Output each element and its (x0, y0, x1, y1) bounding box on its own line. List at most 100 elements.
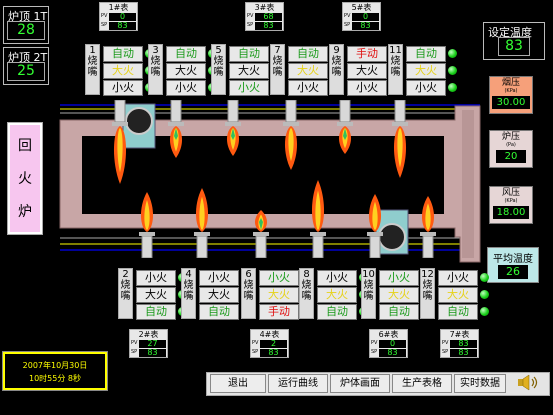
burner-12-status-lamp-3 (480, 307, 489, 316)
furnace-label-char-1: 回 (18, 138, 32, 154)
meter-4-title: 4#表 (259, 330, 280, 339)
burner-9-btn-3[interactable]: 小火 (347, 80, 387, 96)
burner-4-char-2: 嘴 (183, 291, 194, 302)
burner-12-number: 12 (421, 269, 434, 280)
burner-2-btn-1[interactable]: 小火 (136, 270, 176, 286)
burner-6-number: 6 (245, 269, 252, 280)
meter-3-sp: 83 (255, 22, 282, 30)
burner-10-char-1: 烧 (363, 280, 374, 291)
furnace-view-button[interactable]: 炉体画面 (330, 374, 390, 393)
meter-7-pv-label: PV (442, 340, 449, 346)
burner-1-char-1: 烧 (87, 56, 98, 67)
burner-4-btn-3[interactable]: 自动 (199, 304, 239, 320)
burner-6-btn-3[interactable]: 手动 (259, 304, 299, 320)
burner-10-number: 10 (362, 269, 375, 280)
burner-11-char-2: 嘴 (390, 67, 401, 78)
burner-7-btn-2[interactable]: 大火 (288, 63, 328, 79)
burner-3-btn-1[interactable]: 自动 (166, 46, 206, 62)
meter-3-pv-label: PV (247, 13, 254, 19)
burner-1-btn-2[interactable]: 大火 (103, 63, 143, 79)
burner-9-btn-1[interactable]: 手动 (347, 46, 387, 62)
set-temperature-label: 设定温度 (488, 26, 532, 39)
average-temperature-panel: 平均温度 26 (487, 247, 539, 283)
burner-2-btn-3[interactable]: 自动 (136, 304, 176, 320)
meter-3-title: 3#表 (254, 3, 275, 12)
burner-11-btn-2[interactable]: 大火 (406, 63, 446, 79)
burner-8-btn-3[interactable]: 自动 (317, 304, 357, 320)
burner-12-btn-2[interactable]: 大火 (438, 287, 478, 303)
burner-12-btn-3[interactable]: 自动 (438, 304, 478, 320)
burner-2-btn-2[interactable]: 大火 (136, 287, 176, 303)
flame-bottom-4 (310, 180, 326, 258)
burner-6-char-2: 嘴 (243, 291, 254, 302)
date-text: 2007年10月30日 (22, 361, 88, 370)
burner-6-btn-2[interactable]: 大火 (259, 287, 299, 303)
furnace-top-1t-value: 28 (7, 21, 45, 40)
meter-4-sp-label: SP (252, 349, 259, 355)
meter-5-sp-label: SP (344, 22, 351, 28)
meter-6-pv: 0 (379, 340, 406, 348)
burner-12-btn-1[interactable]: 小火 (438, 270, 478, 286)
flame-bottom-3 (253, 210, 269, 258)
burner-1-btn-3[interactable]: 小火 (103, 80, 143, 96)
air-pressure-unit: (KPa) (504, 198, 518, 204)
furnace-top-2t: 炉顶 2T 25 (3, 47, 49, 85)
burner-10-btn-2[interactable]: 大火 (379, 287, 419, 303)
flame-top-1 (112, 100, 128, 184)
burner-12-status-lamp-1 (480, 273, 489, 282)
burner-6-char-1: 烧 (243, 280, 254, 291)
burner-4-btn-1[interactable]: 小火 (199, 270, 239, 286)
burner-3-btn-3[interactable]: 小火 (166, 80, 206, 96)
burner-11-btn-3[interactable]: 小火 (406, 80, 446, 96)
burner-7-btn-3[interactable]: 小火 (288, 80, 328, 96)
burner-8-number: 8 (303, 269, 310, 280)
air-pressure-panel: 风压 (KPa) 18.00 (489, 186, 533, 224)
run-curve-button[interactable]: 运行曲线 (268, 374, 328, 393)
production-table-button[interactable]: 生产表格 (392, 374, 452, 393)
burner-7-btn-1[interactable]: 自动 (288, 46, 328, 62)
flue-pressure-title: 烟压 (501, 78, 520, 88)
meter-2-pv-label: PV (131, 340, 138, 346)
burner-8-btn-1[interactable]: 小火 (317, 270, 357, 286)
burner-5-btn-1[interactable]: 自动 (229, 46, 269, 62)
flame-bottom-1 (139, 192, 155, 258)
burner-10-btn-3[interactable]: 自动 (379, 304, 419, 320)
burner-1-btn-1[interactable]: 自动 (103, 46, 143, 62)
burner-10-btn-1[interactable]: 小火 (379, 270, 419, 286)
exit-button[interactable]: 退出 (210, 374, 266, 393)
burner-5-btn-3[interactable]: 小火 (229, 80, 269, 96)
burner-3-btn-2[interactable]: 大火 (166, 63, 206, 79)
burner-7-char-2: 嘴 (272, 67, 283, 78)
flue-pressure-unit: (KPa) (504, 88, 518, 94)
burner-11-status-lamp-1 (448, 49, 457, 58)
flame-bottom-5 (367, 194, 383, 258)
burner-6-btn-1[interactable]: 小火 (259, 270, 299, 286)
burner-4-number: 4 (185, 269, 192, 280)
furnace-top-2t-label: 炉顶 2T (8, 51, 48, 64)
meter-7-sp-label: SP (442, 349, 449, 355)
burner-11-btn-1[interactable]: 自动 (406, 46, 446, 62)
burner-5-btn-2[interactable]: 大火 (229, 63, 269, 79)
burner-4-btn-2[interactable]: 大火 (199, 287, 239, 303)
meter-2-title: 2#表 (138, 330, 159, 339)
furnace-pressure-unit: (Pa) (506, 142, 516, 148)
burner-9-btn-2[interactable]: 大火 (347, 63, 387, 79)
meter-2-sp-label: SP (131, 349, 138, 355)
burner-3-number: 3 (152, 45, 159, 56)
air-pressure-title: 风压 (501, 188, 520, 198)
meter-2-pv: 27 (139, 340, 166, 348)
flue-pressure-panel: 烟压 (KPa) 30.00 (489, 76, 533, 114)
meter-3-sp-label: SP (247, 22, 254, 28)
burner-8-btn-2[interactable]: 大火 (317, 287, 357, 303)
realtime-data-button[interactable]: 实时数据 (454, 374, 506, 393)
speaker-icon[interactable] (512, 373, 542, 392)
